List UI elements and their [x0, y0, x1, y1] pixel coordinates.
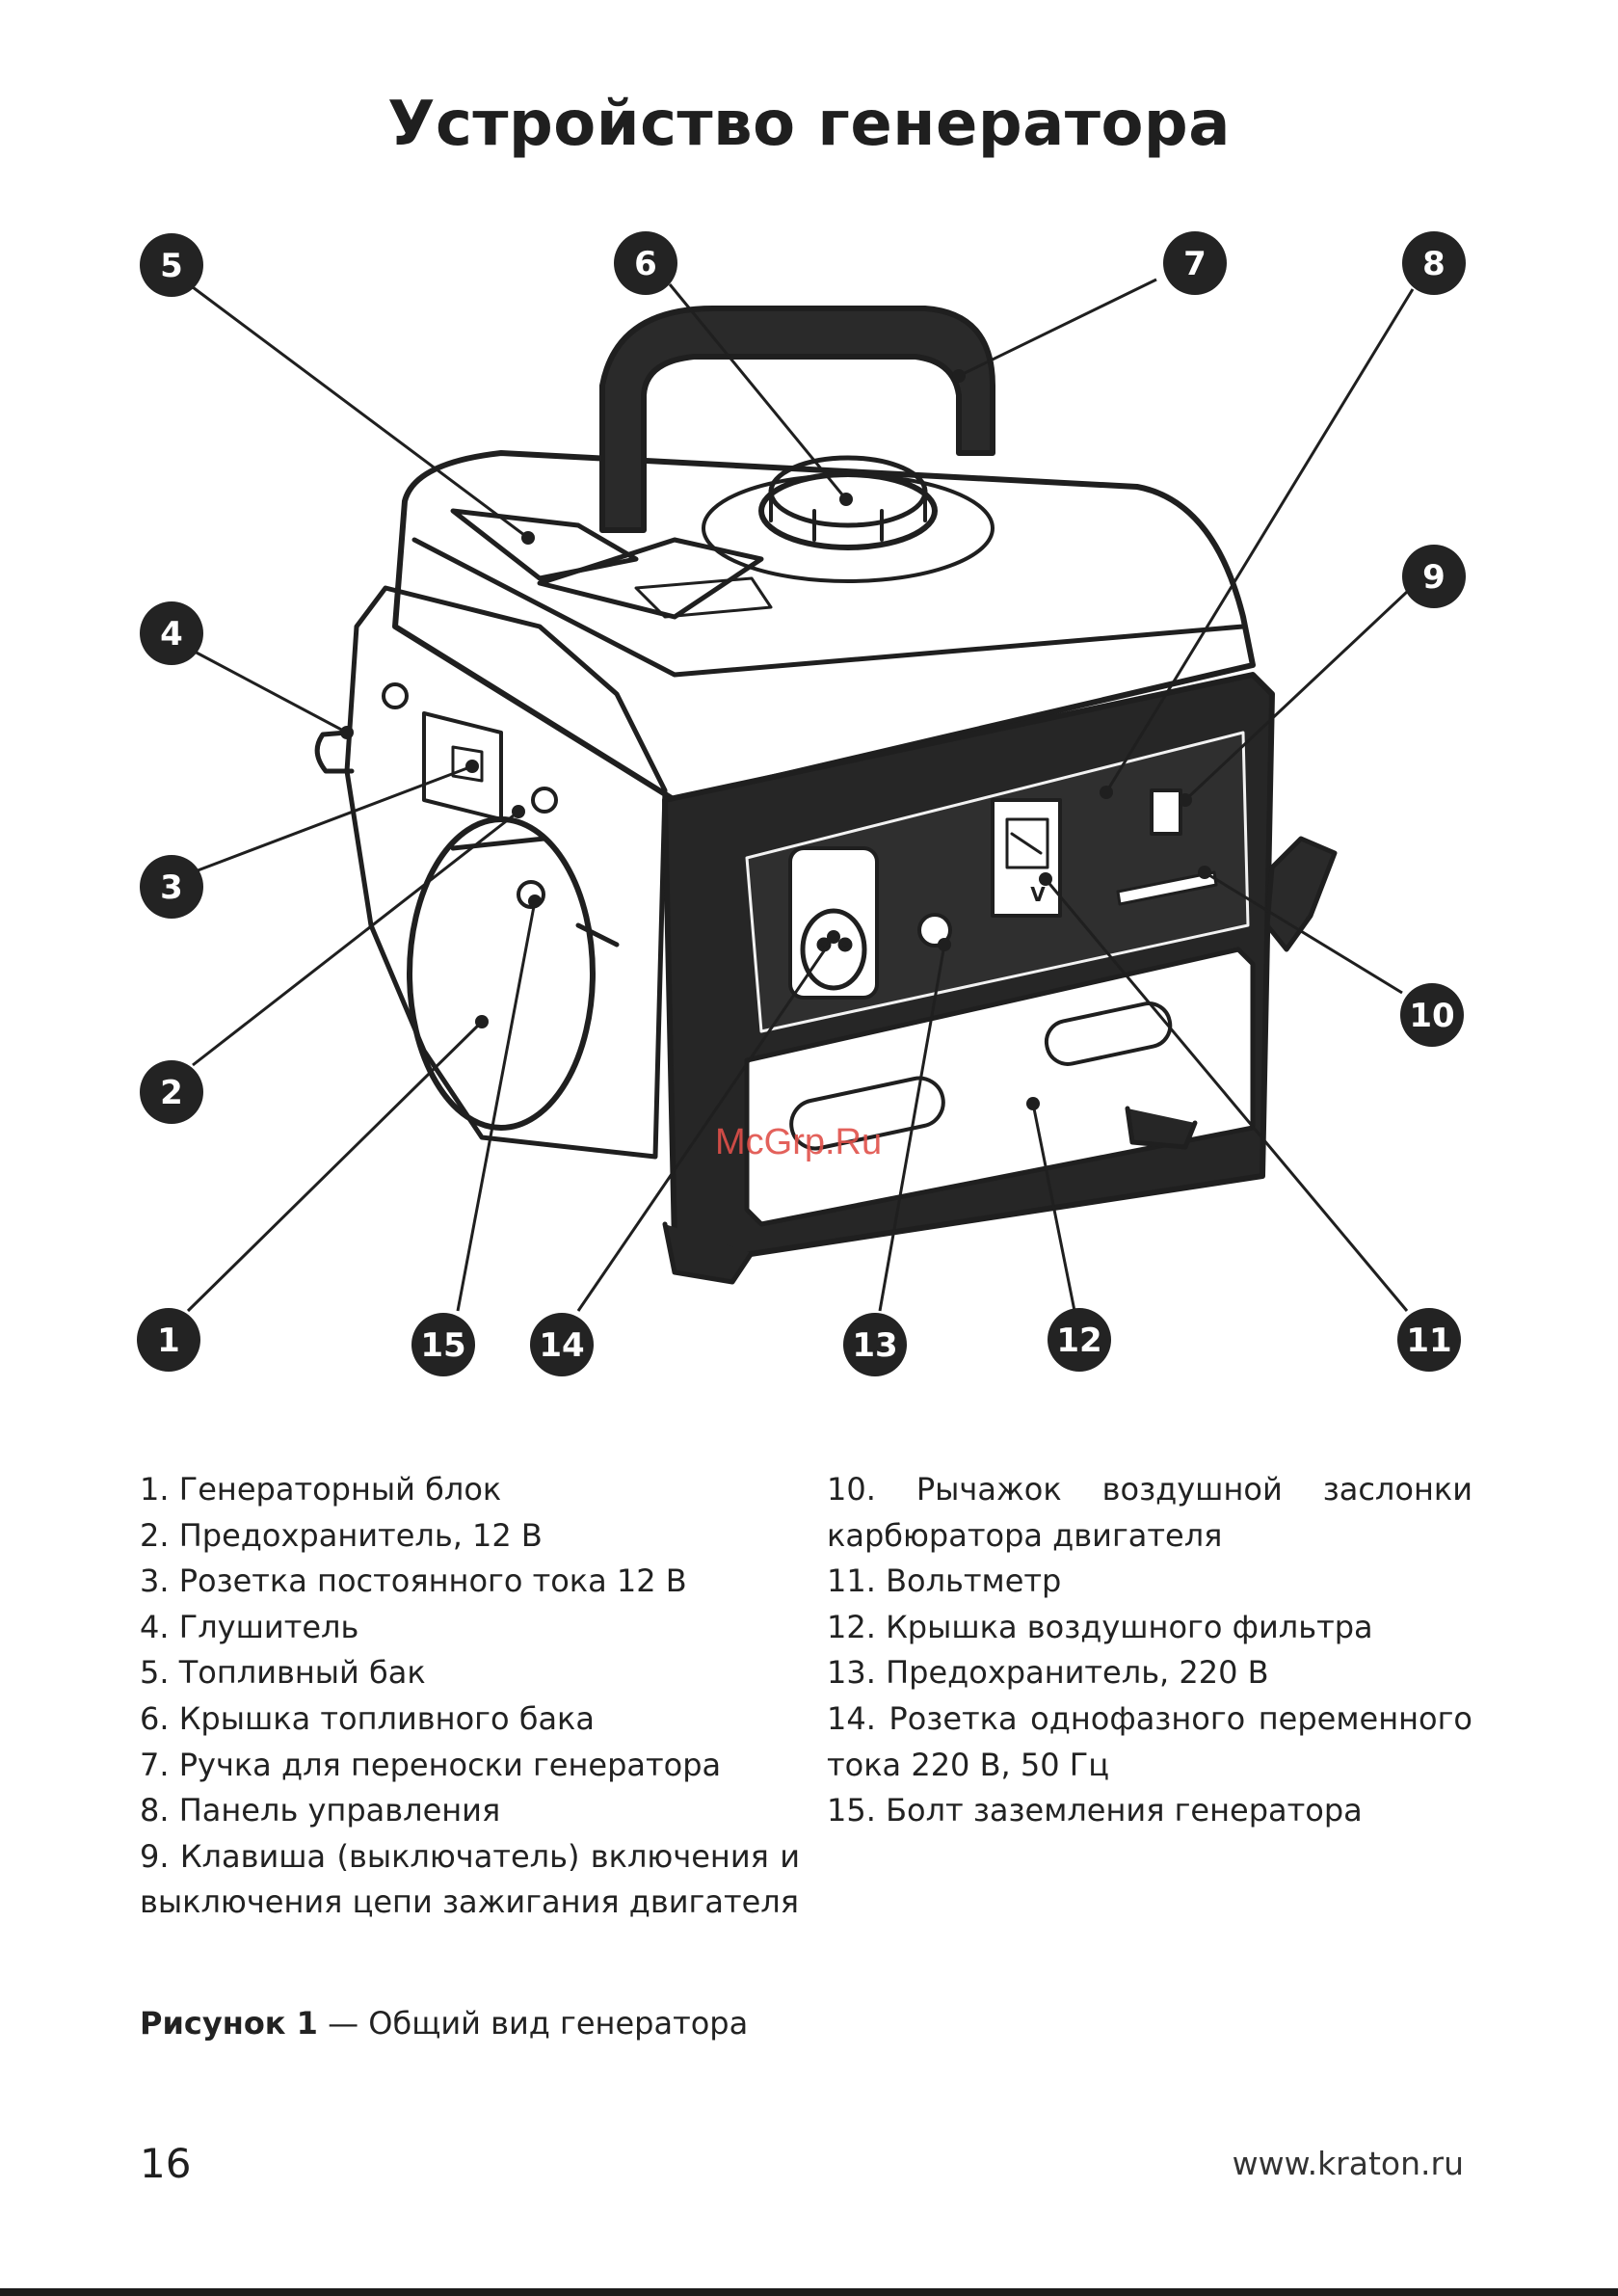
callout-3: 3 [140, 855, 203, 919]
legend-item-4: 4. Глушитель [140, 1608, 359, 1645]
callout-4: 4 [140, 601, 203, 665]
callout-number: 4 [160, 615, 183, 654]
callout-number: 7 [1183, 245, 1207, 283]
callout-15: 15 [411, 1313, 475, 1376]
page-number: 16 [140, 2140, 192, 2187]
callout-2: 2 [140, 1060, 203, 1124]
site-link[interactable]: www.kraton.ru [1232, 2145, 1464, 2182]
muffler-shape [314, 730, 355, 774]
callout-number: 14 [539, 1326, 584, 1365]
legend-item-10: 10. Рычажок воздушной заслонки карбюрато… [827, 1471, 1472, 1554]
legend-left: 1. Генераторный блок 2. Предохранитель, … [140, 1467, 800, 1926]
callout-number: 15 [420, 1326, 465, 1365]
legend-item-7: 7. Ручка для переноски генератора [140, 1746, 722, 1783]
foot-right [1125, 1106, 1198, 1150]
generator-figure: 1 2 3 4 5 6 7 8 9 10 11 12 13 14 15 V [137, 231, 1466, 1376]
foot-left [662, 1221, 755, 1285]
callout-7: 7 [1163, 231, 1227, 295]
legend-item-9: 9. Клавиша (выключатель) включения и вык… [140, 1837, 800, 1921]
engine-side-housing [344, 585, 668, 1160]
legend-item-6: 6. Крышка топливного бака [140, 1699, 595, 1737]
legend-item-14: 14. Розетка однофазного переменного тока… [827, 1699, 1472, 1783]
callout-number: 3 [160, 868, 183, 907]
legend-item-8: 8. Панель управления [140, 1792, 501, 1829]
caption-text: — Общий вид генератора [317, 2005, 749, 2042]
fuel-tank-shape [392, 450, 1256, 803]
callout-6: 6 [614, 231, 677, 295]
carry-handle-shape [599, 306, 995, 533]
callout-number: 8 [1422, 245, 1446, 283]
legend-item-3: 3. Розетка постоянного тока 12 В [140, 1562, 687, 1600]
callout-number: 11 [1406, 1322, 1451, 1360]
callout-number: 2 [160, 1074, 183, 1112]
callout-number: 10 [1409, 997, 1454, 1035]
callout-12: 12 [1048, 1308, 1111, 1372]
bottom-rule [0, 2288, 1618, 2296]
page-title: Устройство генератора [387, 89, 1231, 160]
watermark: McGrp.Ru [715, 1122, 883, 1162]
voltmeter-label: V [1030, 883, 1046, 906]
callout-1: 1 [137, 1308, 200, 1372]
callout-14: 14 [530, 1313, 594, 1376]
callout-11: 11 [1397, 1308, 1461, 1372]
legend-item-11: 11. Вольтметр [827, 1562, 1062, 1600]
figure-caption: Рисунок 1 — Общий вид генератора [140, 2005, 748, 2042]
callout-10: 10 [1400, 983, 1464, 1047]
pull-start-shape [1264, 836, 1338, 952]
callout-number: 9 [1422, 558, 1446, 597]
callout-number: 13 [852, 1326, 897, 1365]
legend-right: 10. Рычажок воздушной заслонки карбюрато… [827, 1467, 1472, 1834]
callout-number: 1 [157, 1322, 180, 1360]
callout-5: 5 [140, 233, 203, 297]
caption-label: Рисунок 1 [140, 2005, 318, 2042]
callout-number: 5 [160, 247, 183, 285]
callout-number: 6 [634, 245, 657, 283]
callout-number: 12 [1056, 1322, 1101, 1360]
callout-8: 8 [1402, 231, 1466, 295]
legend-item-12: 12. Крышка воздушного фильтра [827, 1608, 1373, 1645]
legend-item-5: 5. Топливный бак [140, 1654, 426, 1692]
legend-item-1: 1. Генераторный блок [140, 1471, 502, 1508]
callout-13: 13 [843, 1313, 907, 1376]
fuse-220-shape [917, 913, 952, 948]
legend-item-15: 15. Болт заземления генератора [827, 1792, 1363, 1829]
legend-item-13: 13. Предохранитель, 220 В [827, 1654, 1269, 1692]
callout-9: 9 [1402, 545, 1466, 608]
ignition-switch-shape [1150, 788, 1182, 836]
legend-item-2: 2. Предохранитель, 12 В [140, 1516, 543, 1554]
